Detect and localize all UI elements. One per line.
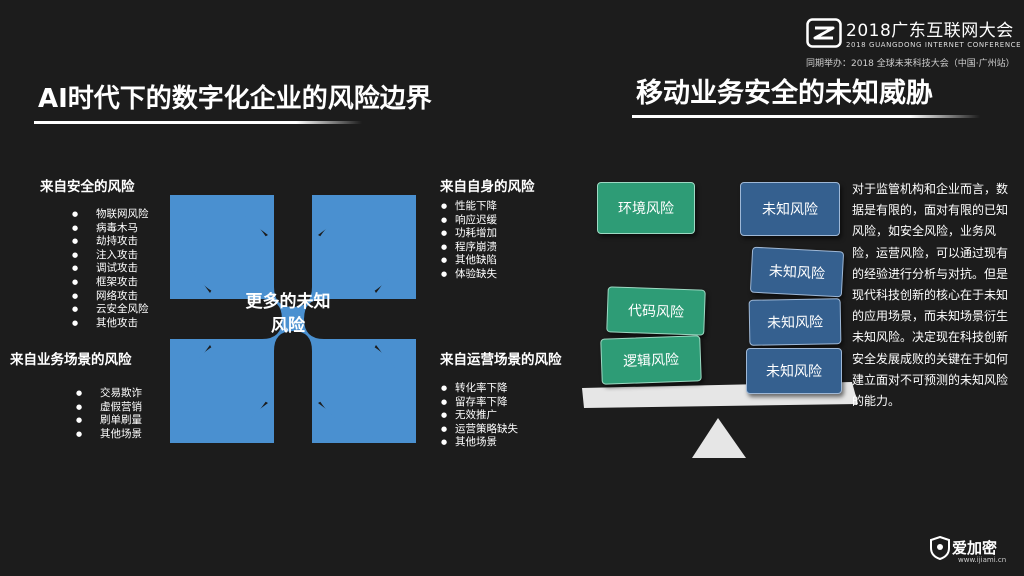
list-item: 病毒木马 bbox=[72, 222, 149, 236]
business-risk-list: 交易欺诈 虚假营销 刷单刷量 其他场景 bbox=[76, 387, 142, 441]
co-event-text: 同期举办：2018 全球未来科技大会（中国·广州站） bbox=[806, 59, 1015, 69]
unknown-risk-block-4: 未知风险 bbox=[746, 348, 842, 394]
self-risk-list: 性能下降 响应迟缓 功耗增加 程序崩溃 其他缺陷 体验缺失 bbox=[441, 200, 497, 282]
list-item: 程序崩溃 bbox=[441, 241, 497, 255]
list-item: 其他缺陷 bbox=[441, 254, 497, 268]
unknown-risk-block-2: 未知风险 bbox=[749, 246, 845, 298]
list-item: 转化率下降 bbox=[441, 382, 518, 396]
list-item: 注入攻击 bbox=[72, 249, 149, 263]
left-title-underline bbox=[34, 121, 362, 124]
scale-fulcrum bbox=[692, 418, 746, 458]
business-risk-title: 来自业务场景的风险 bbox=[10, 352, 132, 368]
list-item: 其他场景 bbox=[76, 428, 142, 442]
list-item: 劫持攻击 bbox=[72, 235, 149, 249]
list-item: 其他攻击 bbox=[72, 317, 149, 331]
security-risk-title: 来自安全的风险 bbox=[40, 179, 135, 195]
list-item: 其他场景 bbox=[441, 436, 518, 450]
list-item: 刷单刷量 bbox=[76, 414, 142, 428]
operation-risk-list: 转化率下降 留存率下降 无效推广 运营策略缺失 其他场景 bbox=[441, 382, 518, 450]
right-panel-title: 移动业务安全的未知威胁 bbox=[636, 78, 933, 109]
list-item: 留存率下降 bbox=[441, 396, 518, 410]
unknown-risk-block-1: 未知风险 bbox=[740, 182, 840, 236]
list-item: 网络攻击 bbox=[72, 290, 149, 304]
conference-subtitle: 2018 GUANGDONG INTERNET CONFERENCE bbox=[846, 41, 1022, 49]
security-risk-list: 物联网风险 病毒木马 劫持攻击 注入攻击 调试攻击 框架攻击 网络攻击 云安全风… bbox=[72, 208, 149, 330]
conference-logo-icon bbox=[806, 18, 842, 48]
list-item: 性能下降 bbox=[441, 200, 497, 214]
operation-risk-title: 来自运营场景的风险 bbox=[440, 352, 562, 368]
list-item: 体验缺失 bbox=[441, 268, 497, 282]
list-item: 调试攻击 bbox=[72, 262, 149, 276]
list-item: 云安全风险 bbox=[72, 303, 149, 317]
list-item: 交易欺诈 bbox=[76, 387, 142, 401]
ijiami-shield-icon bbox=[930, 536, 950, 560]
list-item: 无效推广 bbox=[441, 409, 518, 423]
center-label: 更多的未知 风险 bbox=[228, 290, 348, 338]
list-item: 物联网风险 bbox=[72, 208, 149, 222]
environment-risk-block: 环境风险 bbox=[597, 182, 695, 234]
risk-boundary-overlay bbox=[170, 195, 416, 443]
logic-risk-block: 逻辑风险 bbox=[600, 335, 702, 385]
description-paragraph: 对于监管机构和企业而言，数据是有限的，面对有限的已知风险，如安全风险，业务风险，… bbox=[852, 182, 1009, 409]
code-risk-block: 代码风险 bbox=[606, 286, 706, 336]
brand-url: www.ijiami.cn bbox=[958, 556, 1007, 564]
center-label-line-2: 风险 bbox=[271, 316, 305, 336]
list-item: 运营策略缺失 bbox=[441, 423, 518, 437]
brand-name: 爱加密 bbox=[952, 539, 998, 557]
left-panel-title: AI时代下的数字化企业的风险边界 bbox=[38, 84, 432, 114]
right-title-underline bbox=[632, 115, 980, 118]
list-item: 框架攻击 bbox=[72, 276, 149, 290]
center-label-line-1: 更多的未知 bbox=[245, 292, 331, 312]
list-item: 虚假营销 bbox=[76, 401, 142, 415]
unknown-risk-block-3: 未知风险 bbox=[748, 298, 842, 346]
self-risk-title: 来自自身的风险 bbox=[440, 179, 535, 195]
list-item: 功耗增加 bbox=[441, 227, 497, 241]
conference-title: 2018广东互联网大会 bbox=[846, 21, 1014, 41]
list-item: 响应迟缓 bbox=[441, 214, 497, 228]
